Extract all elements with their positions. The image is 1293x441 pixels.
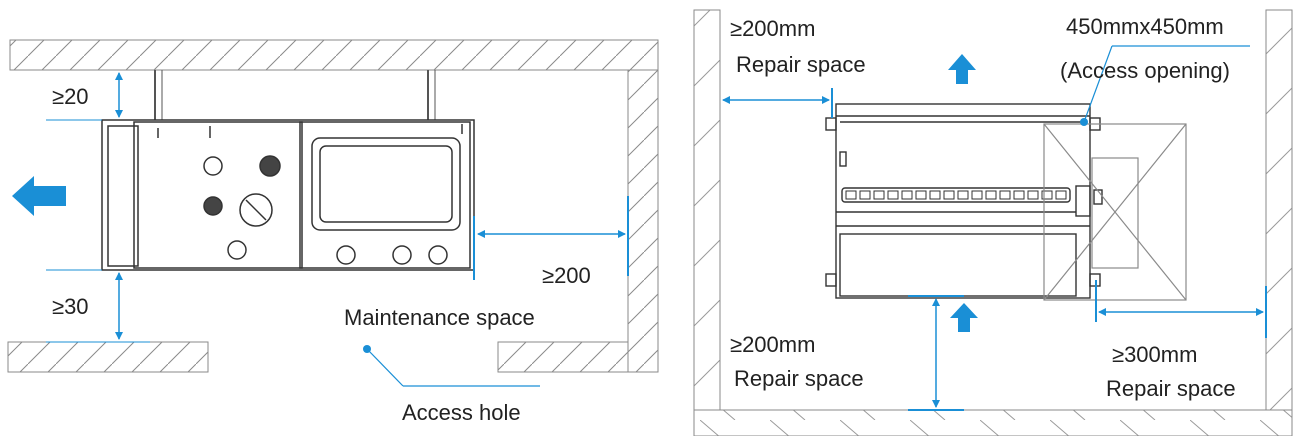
bottom-clearance-label: ≥200mm	[730, 332, 815, 357]
opening-caption: (Access opening)	[1060, 58, 1230, 83]
left-panel: ≥20 ≥30 ≥200 Maintenance space Access ho…	[7, 39, 659, 425]
right-wall	[1265, 9, 1293, 411]
side-clearance-label: ≥200	[542, 263, 591, 288]
airflow-up-arrow-icon	[948, 54, 976, 84]
right-clearance-caption: Repair space	[1106, 376, 1236, 401]
floor	[693, 409, 1293, 437]
right-wall	[627, 69, 659, 373]
grille-cells	[845, 190, 1067, 200]
floor-slab-right	[497, 341, 629, 373]
right-clearance-label: ≥300mm	[1112, 342, 1197, 367]
access-hole-label: Access hole	[402, 400, 521, 425]
right-panel: ≥200mm Repair space 450mmx450mm (Access …	[693, 9, 1293, 437]
airflow-up-arrow-icon-lower	[950, 303, 978, 332]
bottom-clearance-label: ≥30	[52, 294, 89, 319]
airflow-arrow-icon	[12, 176, 66, 216]
indoor-unit-top-view	[825, 103, 1103, 299]
left-wall	[693, 9, 721, 411]
bottom-clearance-caption: Repair space	[734, 366, 864, 391]
left-clearance-label: ≥200mm	[730, 16, 815, 41]
access-opening	[1043, 123, 1187, 301]
ceiling-slab	[9, 39, 659, 71]
floor-slab-left	[7, 341, 209, 373]
maintenance-label: Maintenance space	[344, 305, 535, 330]
left-clearance-caption: Repair space	[736, 52, 866, 77]
indoor-unit	[101, 119, 475, 271]
opening-size-label: 450mmx450mm	[1066, 14, 1224, 39]
top-clearance-label: ≥20	[52, 84, 89, 109]
